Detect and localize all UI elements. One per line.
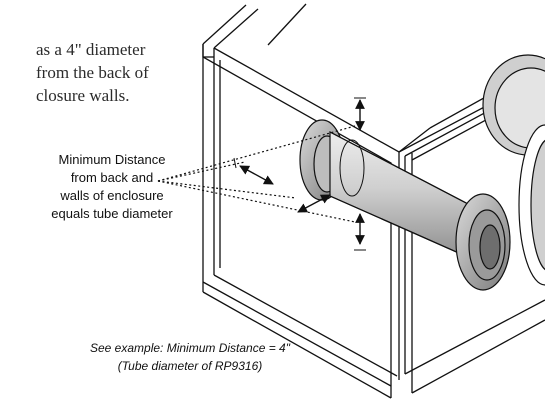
intro-text: as a 4" diameter from the back of closur… bbox=[36, 38, 149, 107]
intro-line-2: from the back of bbox=[36, 63, 149, 82]
dimension-arrows bbox=[233, 97, 366, 251]
callout-line-2: from back and bbox=[70, 170, 154, 185]
example-line-2: (Tube diameter of RP9316) bbox=[117, 359, 263, 373]
example-line-1: See example: Minimum Distance = 4" bbox=[89, 341, 290, 355]
callout-line-3: walls of enclosure bbox=[60, 188, 164, 203]
minimum-distance-label: Minimum Distance from back and walls of … bbox=[12, 151, 212, 223]
example-note: See example: Minimum Distance = 4" (Tube… bbox=[0, 339, 380, 375]
callout-leaders bbox=[157, 125, 356, 223]
intro-line-1: as a 4" diameter bbox=[36, 40, 146, 59]
callout-line-4: equals tube diameter bbox=[51, 206, 173, 221]
speaker-driver bbox=[482, 54, 545, 286]
intro-line-3: closure walls. bbox=[36, 86, 130, 105]
callout-line-1: Minimum Distance bbox=[58, 152, 166, 167]
port-tube bbox=[299, 119, 511, 291]
